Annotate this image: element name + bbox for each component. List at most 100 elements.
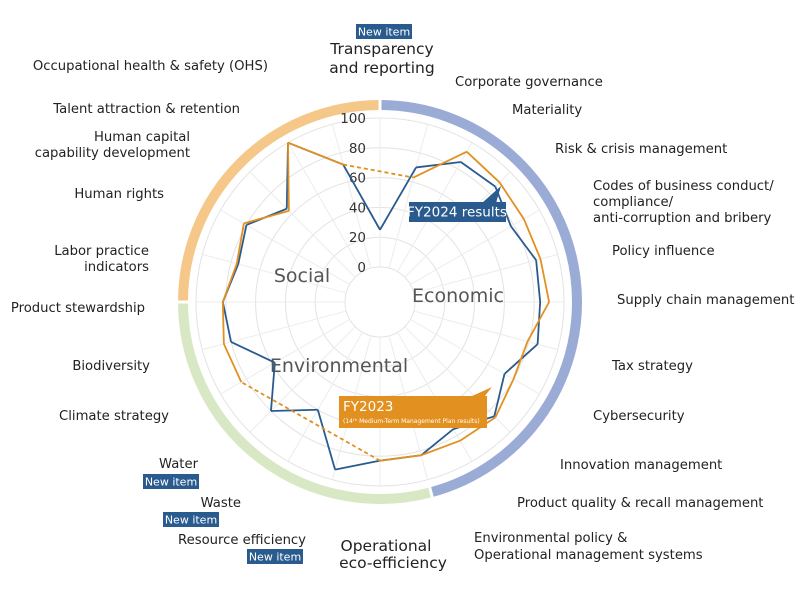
sector-label-economic: Economic bbox=[412, 285, 504, 307]
series-segment-fy2023 bbox=[494, 378, 515, 418]
sector-gap bbox=[427, 485, 435, 500]
series-segment-fy2023 bbox=[539, 258, 550, 303]
axis-label-materiality: Materiality bbox=[512, 103, 582, 118]
fy2024-callout-box bbox=[409, 202, 506, 222]
series-segment-fy2024 bbox=[230, 341, 276, 364]
axis-label-innovation: Innovation management bbox=[560, 458, 722, 473]
sector-arc-social bbox=[178, 100, 381, 303]
series-segment-fy2023 bbox=[512, 341, 529, 380]
axis-label-biodiversity: Biodiversity bbox=[72, 359, 150, 374]
axis-label-opeco-2: eco-efficiency bbox=[339, 554, 447, 572]
sector-ring bbox=[176, 98, 582, 504]
grid-spoke bbox=[202, 253, 347, 294]
axis-label-resource: Resource efficiency bbox=[178, 533, 306, 548]
tick-label: 20 bbox=[349, 230, 366, 246]
sector-arc-economic bbox=[379, 100, 582, 498]
series-segment-fy2024 bbox=[270, 408, 318, 412]
svg-text:New item: New item bbox=[358, 26, 410, 39]
axis-label-supply: Supply chain management bbox=[617, 293, 794, 308]
fy2023-callout-box bbox=[339, 396, 487, 428]
axis-label-human-rights: Human rights bbox=[74, 187, 164, 202]
grid-spoke bbox=[410, 209, 540, 285]
series-segment-fy2023 bbox=[459, 416, 496, 442]
series-segment-fy2023 bbox=[412, 150, 468, 179]
axis-label-corporate-governance: Corporate governance bbox=[455, 75, 603, 90]
axis-label-codes-1: Codes of business conduct/ bbox=[593, 179, 774, 194]
grid-spoke bbox=[404, 326, 511, 433]
axis-label-transparency: Transparency bbox=[329, 40, 433, 58]
axis-label-climate: Climate strategy bbox=[59, 409, 169, 424]
grid-spoke bbox=[404, 171, 511, 278]
axis-label-ohs: Occupational health & safety (OHS) bbox=[33, 59, 268, 74]
grid-spoke bbox=[220, 319, 350, 395]
grid-spoke bbox=[287, 142, 363, 272]
tick-label: 80 bbox=[349, 141, 366, 157]
sector-label-social: Social bbox=[274, 265, 330, 287]
new-item-badge-water: New item bbox=[143, 474, 199, 489]
axis-label-human-capital-2: capability development bbox=[35, 146, 190, 161]
grid-spoke bbox=[388, 124, 429, 269]
fy2023-callout-label: FY2023 bbox=[343, 399, 393, 415]
axis-label-waste: Waste bbox=[201, 496, 241, 511]
radar-grid bbox=[195, 117, 565, 487]
new-item-badge-resource: New item bbox=[247, 549, 303, 564]
new-item-badge-transparency: New item bbox=[356, 24, 412, 39]
grid-spoke bbox=[249, 326, 356, 433]
series-segment-fy2024 bbox=[493, 373, 506, 417]
series-segment-fy2023 bbox=[235, 223, 245, 264]
series-segment-fy2024 bbox=[237, 224, 248, 265]
grid-spoke bbox=[249, 171, 356, 278]
series-segment-fy2023 bbox=[498, 181, 525, 220]
svg-text:New item: New item bbox=[249, 551, 301, 564]
fy2024-callout: FY2024 results bbox=[407, 186, 507, 222]
grid-spoke bbox=[331, 124, 372, 269]
sector-label-environmental: Environmental bbox=[270, 355, 408, 377]
axis-label-envpol-1: Environmental policy & bbox=[474, 531, 627, 546]
series-segment-fy2024 bbox=[316, 409, 336, 470]
new-item-badge-waste: New item bbox=[163, 512, 219, 527]
axis-labels: Transparency and reporting Corporate gov… bbox=[11, 40, 794, 572]
fy2023-callout-pointer bbox=[470, 387, 492, 397]
series-segment-fy2023 bbox=[420, 439, 461, 457]
axis-label-tax: Tax strategy bbox=[611, 359, 693, 374]
grid-spoke bbox=[202, 310, 347, 351]
grid-spoke bbox=[220, 209, 350, 285]
series-segment-fy2024 bbox=[379, 166, 417, 231]
svg-text:New item: New item bbox=[165, 514, 217, 527]
series-segment-fy2023 bbox=[221, 263, 238, 303]
series-segment-fy2023 bbox=[243, 210, 290, 225]
svg-text:New item: New item bbox=[145, 476, 197, 489]
series-segment-fy2023 bbox=[526, 301, 550, 342]
grid-spoke bbox=[287, 332, 363, 462]
axis-label-water: Water bbox=[159, 457, 199, 472]
axis-label-transparency-2: and reporting bbox=[329, 59, 434, 77]
series-segment-fy2023 bbox=[343, 163, 414, 179]
series-segment-fy2023 bbox=[466, 151, 501, 184]
axis-label-cyber: Cybersecurity bbox=[593, 409, 685, 424]
tick-label: 40 bbox=[349, 200, 366, 216]
grid-spoke bbox=[413, 310, 558, 351]
fy2024-callout-pointer bbox=[482, 186, 501, 203]
axis-label-opeco-1: Operational bbox=[341, 537, 432, 555]
series-segment-fy2023 bbox=[223, 343, 243, 383]
series-segment-fy2024 bbox=[536, 301, 542, 345]
axis-label-policy: Policy influence bbox=[612, 244, 715, 259]
axis-label-human-capital-1: Human capital bbox=[94, 130, 190, 145]
fy2023-callout-subtitle: (14ᵗʰ Medium-Term Management Plan result… bbox=[343, 418, 480, 425]
tick-label: 0 bbox=[357, 260, 366, 276]
series-segment-fy2023 bbox=[221, 301, 225, 344]
series-segment-fy2023 bbox=[379, 454, 422, 462]
axis-label-labor-2: indicators bbox=[84, 260, 149, 275]
grid-circle bbox=[344, 266, 416, 338]
fy2024-callout-label: FY2024 results bbox=[407, 205, 507, 221]
grid-spoke bbox=[410, 319, 540, 395]
series-segment-fy2024 bbox=[460, 161, 496, 188]
sector-arc-environmental bbox=[178, 301, 433, 504]
series-segment-fy2023 bbox=[523, 218, 542, 260]
series-segment-fy2023 bbox=[287, 142, 290, 211]
axis-label-envpol-2: Operational management systems bbox=[474, 548, 703, 563]
axis-label-codes-2: compliance/ bbox=[593, 195, 674, 210]
fy2023-callout: FY2023 (14ᵗʰ Medium-Term Management Plan… bbox=[339, 387, 492, 428]
